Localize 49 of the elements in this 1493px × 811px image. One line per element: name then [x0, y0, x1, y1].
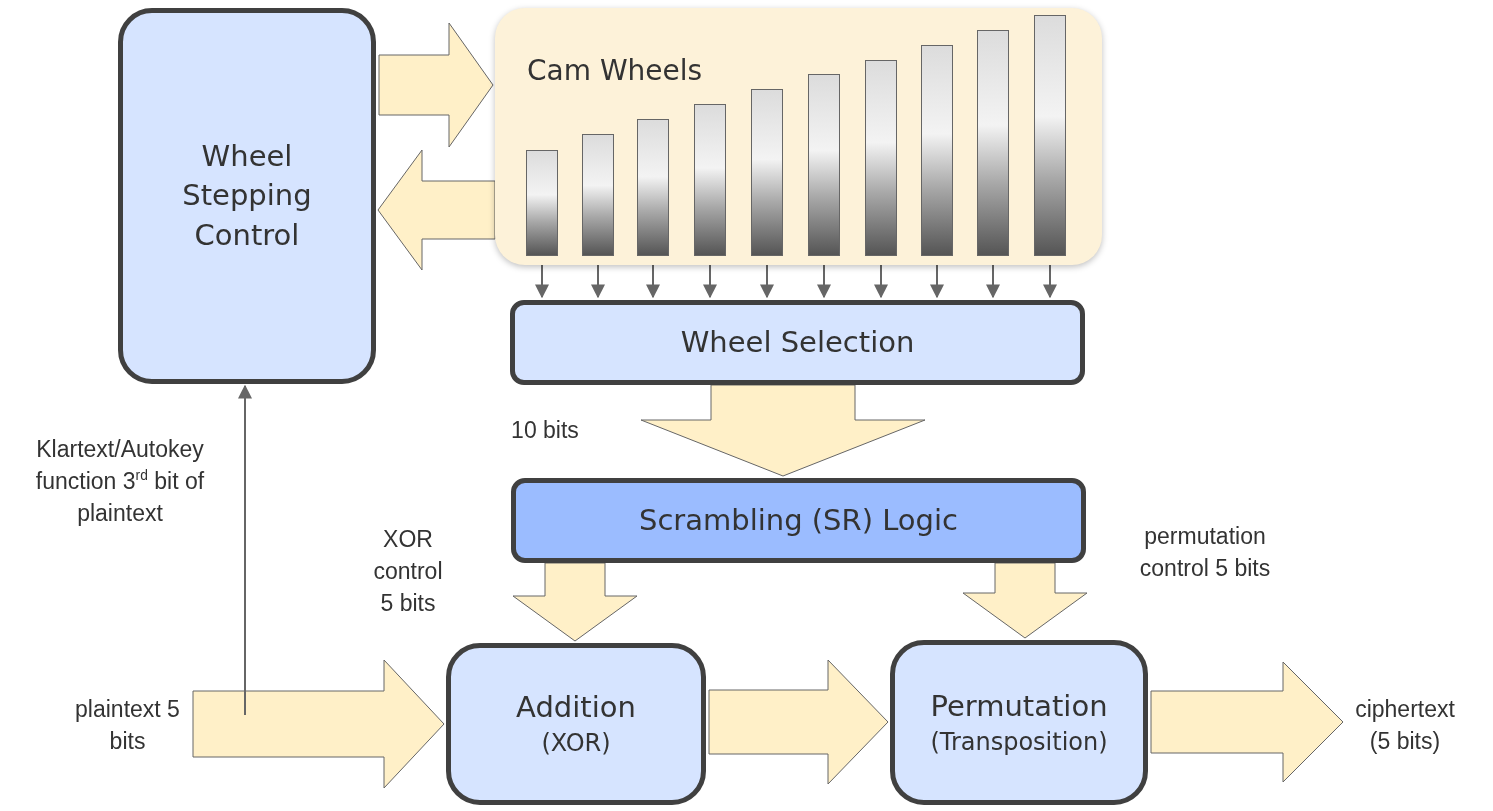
block-arrow: [1150, 661, 1344, 783]
arrow: [591, 264, 605, 299]
block-arrow: [640, 384, 926, 477]
process-box: [510, 300, 1085, 385]
annotation-text: permutation control 5 bits: [1138, 522, 1272, 584]
box-title: Addition: [516, 689, 636, 727]
io-label: ciphertext (5 bits): [1354, 694, 1456, 756]
arrow: [703, 264, 717, 299]
box-title: Wheel Selection: [680, 323, 915, 361]
cam-wheel-bar: [1034, 15, 1066, 256]
arrow: [930, 264, 944, 299]
block-arrow: [192, 659, 445, 789]
arrow: [238, 384, 252, 716]
block-arrow: [962, 562, 1088, 639]
box-subtitle: (Transposition): [930, 726, 1108, 758]
cam-wheel-bar: [526, 150, 558, 256]
io-label: plaintext 5 bits: [74, 694, 181, 756]
process-box: [890, 640, 1148, 805]
box-title: Permutation: [930, 687, 1108, 725]
arrow: [646, 264, 660, 299]
process-box: [118, 8, 376, 384]
arrow: [1043, 264, 1057, 299]
box-title: Wheel Stepping Control: [181, 138, 313, 254]
cam-wheel-bar: [977, 30, 1009, 256]
process-box: [511, 478, 1086, 563]
block-arrow: [378, 22, 494, 148]
cam-wheel-bar: [921, 45, 953, 256]
box-subtitle: (XOR): [541, 728, 611, 760]
block-arrow: [708, 659, 889, 785]
arrow: [874, 264, 888, 299]
annotation-text: Klartext/Autokey function 3$^{rd}$ bit of plaintext: [34, 435, 206, 529]
cam-wheel-bar: [751, 89, 783, 256]
cam-wheel-bar: [637, 119, 669, 256]
cam-wheel-bar: [865, 60, 897, 256]
cam-wheels-panel: [495, 8, 1102, 265]
process-box: [446, 643, 706, 805]
arrow: [760, 264, 774, 299]
arrow: [535, 264, 549, 299]
annotation-text: XOR control 5 bits: [372, 525, 444, 619]
arrow: [817, 264, 831, 299]
panel-title: Cam Wheels: [527, 54, 703, 87]
cam-wheel-bar: [808, 74, 840, 256]
annotation-text: 10 bits: [510, 416, 580, 445]
cam-wheel-bar: [694, 104, 726, 256]
arrow: [986, 264, 1000, 299]
block-arrow: [512, 562, 638, 642]
box-title: Scrambling (SR) Logic: [639, 501, 958, 539]
block-arrow: [377, 149, 496, 271]
cam-wheel-bar: [582, 134, 614, 256]
